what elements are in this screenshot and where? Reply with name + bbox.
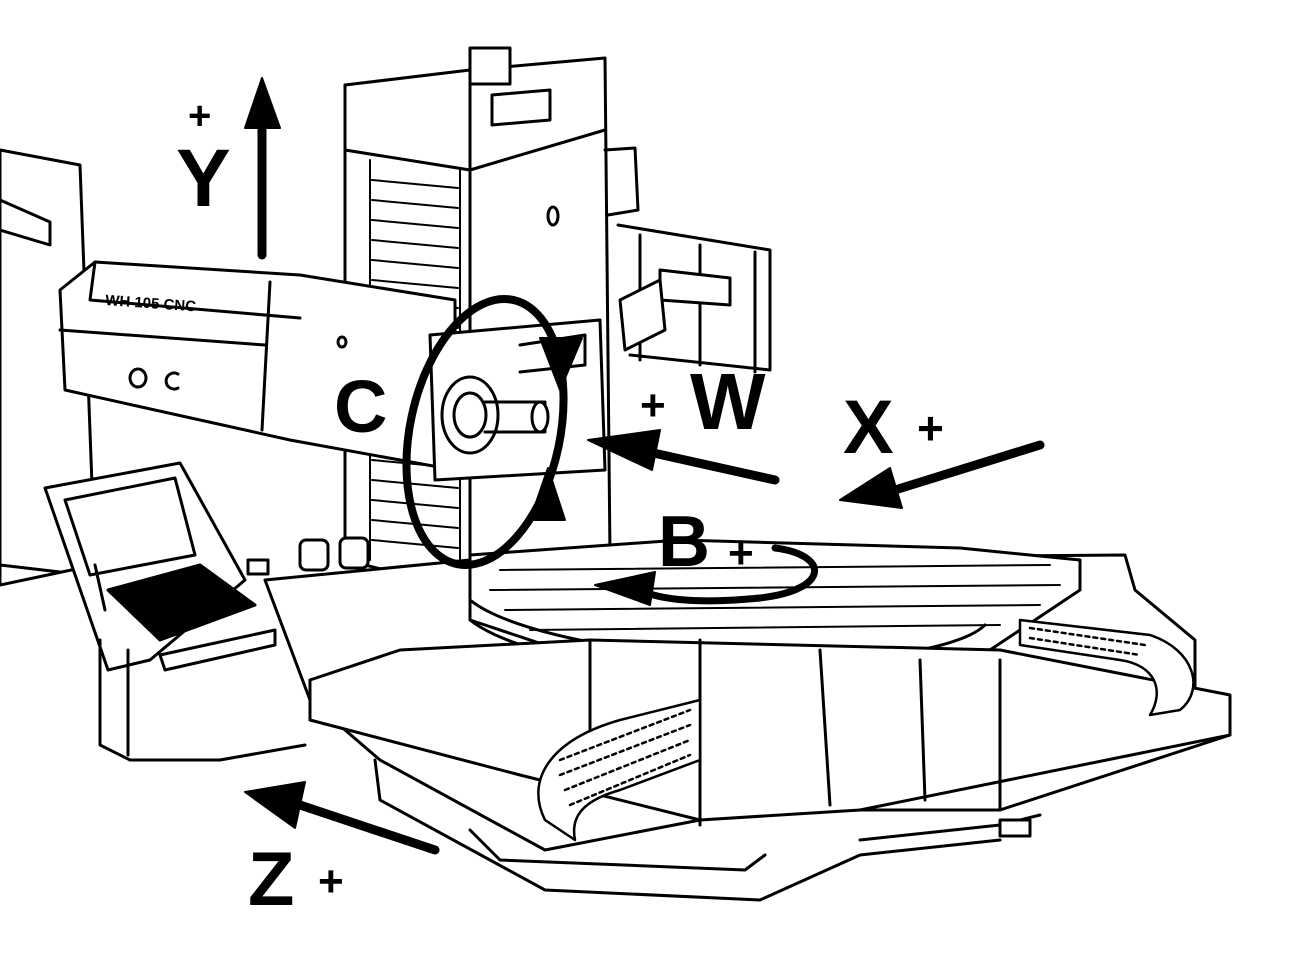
b-axis-rotation-arrow: [636, 544, 818, 605]
c-axis-arrowhead-top: [539, 337, 583, 391]
b-axis-label: B: [658, 502, 710, 582]
machine-model-label: WH 105 CNC: [105, 292, 197, 315]
w-axis-arrow: [635, 445, 780, 485]
cable-chain-right: [1018, 618, 1195, 717]
y-axis-label: Y: [176, 133, 231, 224]
control-panel: [43, 461, 307, 762]
z-axis-sign: +: [318, 857, 344, 906]
x-axis-arrow: [890, 440, 1045, 495]
x-axis-sign: +: [917, 402, 944, 454]
c-axis-rotation-arrow: [402, 295, 568, 569]
y-axis-sign: +: [188, 94, 212, 138]
x-axis-label: X: [843, 385, 894, 470]
cable-chain-left: [537, 698, 702, 842]
w-axis-label: W: [690, 357, 766, 446]
c-axis-label: C: [334, 365, 388, 448]
b-axis-arrowhead: [594, 571, 656, 606]
w-axis-sign: +: [640, 381, 666, 430]
z-axis-arrowhead: [244, 781, 306, 829]
y-axis-arrowhead: [244, 77, 281, 129]
bed-fittings: [298, 536, 370, 572]
b-axis-sign: +: [728, 529, 754, 578]
z-axis-label: Z: [248, 837, 295, 922]
w-axis-arrowhead: [587, 429, 661, 471]
column-slide-frame: [616, 223, 772, 374]
table-slots: [489, 564, 1061, 631]
z-axis-arrow: [295, 800, 440, 855]
c-axis-arrowhead-bottom: [529, 467, 566, 521]
x-axis-arrowhead: [839, 467, 903, 509]
